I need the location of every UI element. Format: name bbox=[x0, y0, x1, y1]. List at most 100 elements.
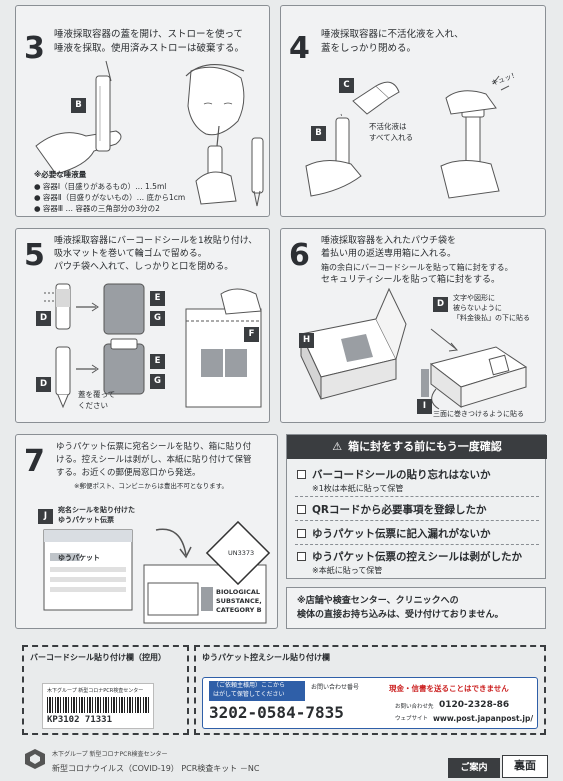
step6-illustration bbox=[300, 287, 528, 410]
step6-line1: 唾液採取容器を入れたパウチ袋を bbox=[321, 236, 457, 246]
step5-line2: 吸水マットを巻いて輪ゴムで留める。 bbox=[54, 249, 207, 259]
yupacket-tag: （ご依頼主様用）ここから はがして保管してください bbox=[209, 681, 305, 701]
step4-line1: 唾液採取容器に不活化液を入れ、 bbox=[321, 29, 464, 40]
barcode-area-title: バーコードシール貼り付け欄（控用） bbox=[30, 653, 166, 662]
step3-number: 3 bbox=[24, 31, 45, 66]
step3-illustration bbox=[35, 60, 264, 207]
step5-line3: パウチ袋へ入れて、しっかりと口を閉める。 bbox=[54, 262, 234, 272]
notice-line1: ※店舗や検査センター、クリニックへの bbox=[297, 596, 459, 606]
check-title: 箱に封をする前にもう一度確認 bbox=[348, 440, 502, 453]
step3-req3: ● 容器Ⅲ … 容器の三角部分の3分の2 bbox=[34, 204, 160, 213]
step3-req1: ● 容器Ⅰ（目盛りがあるもの）… 1.5ml bbox=[34, 182, 167, 191]
step5-panel: 5 唾液採取容器にバーコードシールを1枚貼り付け、 吸水マットを巻いて輪ゴムで留… bbox=[15, 228, 270, 423]
warning-icon: ⚠ bbox=[332, 440, 343, 453]
step6-note2: 被らないように bbox=[453, 304, 502, 312]
step4-illustration bbox=[305, 75, 510, 199]
step7-bio3: CATEGORY B bbox=[216, 606, 262, 614]
footer-info-tab: ご案内 bbox=[448, 758, 500, 778]
step5-label-d1: D bbox=[36, 311, 51, 326]
yupacket-phone: 0120-2328-86 bbox=[439, 700, 510, 710]
step5-illustration bbox=[44, 283, 262, 409]
step6-note3: 「料金後払」の下に貼る bbox=[453, 314, 530, 322]
step3-panel: 3 唾液採取容器の蓋を開け、ストローを使って 唾液を採取。使用済みストローは破棄… bbox=[15, 5, 270, 217]
step7-yu: ゆうパケット bbox=[58, 554, 100, 562]
step4-panel: 4 唾液採取容器に不活化液を入れ、 蓋をしっかり閉める。 C B 不活化液は す… bbox=[280, 5, 546, 217]
step5-label-g1: G bbox=[150, 311, 165, 326]
divider bbox=[295, 520, 539, 521]
check-item-barcode-note: ※1枚は本紙に貼って保管 bbox=[312, 484, 404, 493]
step6-label-i: I bbox=[417, 399, 432, 414]
step7-line1: ゆうパケット伝票に宛名シールを貼り、箱に貼り付 bbox=[56, 442, 252, 452]
step6-note4: 三面に巻きつけるように貼る bbox=[433, 410, 524, 418]
yupacket-cash-note: 現金・信書を送ることはできません bbox=[389, 684, 509, 693]
step6-line3: 箱の余白にバーコードシールを貼って箱に封をする。 bbox=[321, 263, 513, 272]
barcode-sticker: 木下グループ 新型コロナPCR検査センター KP3102 71331 bbox=[42, 683, 154, 729]
footer-side: 裏面 bbox=[514, 759, 536, 772]
yupacket-tag1: （ご依頼主様用）ここから bbox=[213, 682, 286, 689]
step4-note2: すべて入れる bbox=[369, 133, 414, 142]
step4-label-b: B bbox=[311, 126, 326, 141]
step3-label-b: B bbox=[71, 98, 86, 113]
yupacket-tag2: はがして保管してください bbox=[213, 691, 285, 698]
check-panel: ⚠ 箱に封をする前にもう一度確認 バーコードシールの貼り忘れはないか ※1枚は本紙… bbox=[286, 434, 547, 579]
yupacket-phone-label: お問い合わせ先 bbox=[395, 704, 434, 710]
notice-box: ※店舗や検査センター、クリニックへの 検体の直接お持ち込みは、受け付けておりませ… bbox=[286, 587, 546, 629]
step6-panel: 6 唾液採取容器を入れたパウチ袋を 着払い用の返送専用箱に入れる。 箱の余白にバ… bbox=[280, 228, 546, 423]
step4-label-c: C bbox=[339, 78, 354, 93]
step7-j-note1: 宛名シールを貼り付けた bbox=[58, 506, 135, 514]
check-item-qr[interactable]: QRコードから必要事項を登録したか bbox=[297, 502, 487, 517]
barcode-bars bbox=[47, 697, 149, 713]
step6-label-d: D bbox=[433, 297, 448, 312]
step7-line4: ※郵便ポスト、コンビニからは豊出不可となります。 bbox=[74, 482, 228, 490]
step7-line3: する。お近くの郵便局窓口から発送。 bbox=[56, 468, 201, 478]
step5-number: 5 bbox=[24, 238, 45, 273]
yupacket-web: www.post.japanpost.jp/ bbox=[433, 714, 534, 723]
yupacket-web-label: ウェブサイト bbox=[395, 716, 429, 722]
footer-company: 木下グループ 新型コロナPCR検査センター bbox=[52, 751, 168, 758]
check-item-copy-note: ※本紙に貼って保管 bbox=[312, 566, 383, 575]
check-item-barcode[interactable]: バーコードシールの貼り忘れはないか bbox=[297, 467, 491, 482]
footer-product: 新型コロナウイルス（COVID-19） PCR検査キット －NC bbox=[52, 764, 260, 773]
yupacket-copy-sticker: （ご依頼主様用）ここから はがして保管してください お問い合わせ番号 現金・信書… bbox=[202, 677, 538, 729]
step4-note1: 不活化液は bbox=[369, 122, 407, 131]
checkbox[interactable] bbox=[297, 529, 306, 538]
step7-un: UN3373 bbox=[228, 549, 255, 557]
step7-j-note2: ゆうパケット伝票 bbox=[58, 516, 114, 524]
step6-note1: 文字や図形に bbox=[453, 294, 495, 302]
step5-label-e2: E bbox=[150, 354, 165, 369]
notice-line2: 検体の直接お持ち込みは、受け付けておりません。 bbox=[297, 610, 504, 620]
step3-req2: ● 容器Ⅱ（目盛りがないもの）… 底から1cm bbox=[34, 193, 186, 202]
step5-label-g2: G bbox=[150, 374, 165, 389]
company-logo bbox=[25, 749, 45, 769]
step7-bio1: BIOLOGICAL bbox=[216, 588, 261, 596]
yupacket-inquiry: お問い合わせ番号 bbox=[311, 684, 360, 691]
step6-number: 6 bbox=[289, 238, 310, 273]
divider bbox=[295, 544, 539, 545]
step5-label-e1: E bbox=[150, 291, 165, 306]
checkbox[interactable] bbox=[297, 552, 306, 561]
step7-label-j: J bbox=[38, 509, 53, 524]
check-item-slip[interactable]: ゆうパケット伝票に記入漏れがないか bbox=[297, 526, 491, 541]
footer-info: ご案内 bbox=[460, 763, 488, 773]
step6-line4: セキュリティシールを貼って箱に封をする。 bbox=[321, 275, 501, 285]
yupacket-sticker-area: ゆうパケット控えシール貼り付け欄 （ご依頼主様用）ここから はがして保管してくだ… bbox=[194, 645, 546, 735]
barcode-sticker-area: バーコードシール貼り付け欄（控用） 木下グループ 新型コロナPCR検査センター … bbox=[22, 645, 189, 735]
step5-cap-note1: 蓋を覆って bbox=[78, 390, 116, 399]
yupacket-area-title: ゆうパケット控えシール貼り付け欄 bbox=[202, 653, 330, 662]
checkbox[interactable] bbox=[297, 470, 306, 479]
step6-line2: 着払い用の返送専用箱に入れる。 bbox=[321, 249, 457, 259]
step5-label-f: F bbox=[244, 327, 259, 342]
check-header: ⚠ 箱に封をする前にもう一度確認 bbox=[287, 435, 547, 459]
step4-line2: 蓋をしっかり閉める。 bbox=[321, 43, 417, 54]
step7-number: 7 bbox=[24, 444, 45, 479]
step3-line2: 唾液を採取。使用済みストローは破棄する。 bbox=[54, 43, 245, 54]
step7-line2: ける。控えシールは剥がし、本紙に貼り付けて保管 bbox=[56, 455, 252, 465]
step5-cap-note2: ください bbox=[78, 401, 108, 410]
yupacket-number: 3202-0584-7835 bbox=[209, 703, 344, 722]
step6-label-h: H bbox=[299, 333, 314, 348]
check-item-copy[interactable]: ゆうパケット伝票の控えシールは剥がしたか bbox=[297, 549, 522, 564]
step4-number: 4 bbox=[289, 31, 310, 66]
step7-panel: 7 ゆうパケット伝票に宛名シールを貼り、箱に貼り付 ける。控えシールは剥がし、本… bbox=[15, 434, 278, 629]
barcode-code: KP3102 71331 bbox=[47, 715, 113, 725]
checkbox[interactable] bbox=[297, 505, 306, 514]
